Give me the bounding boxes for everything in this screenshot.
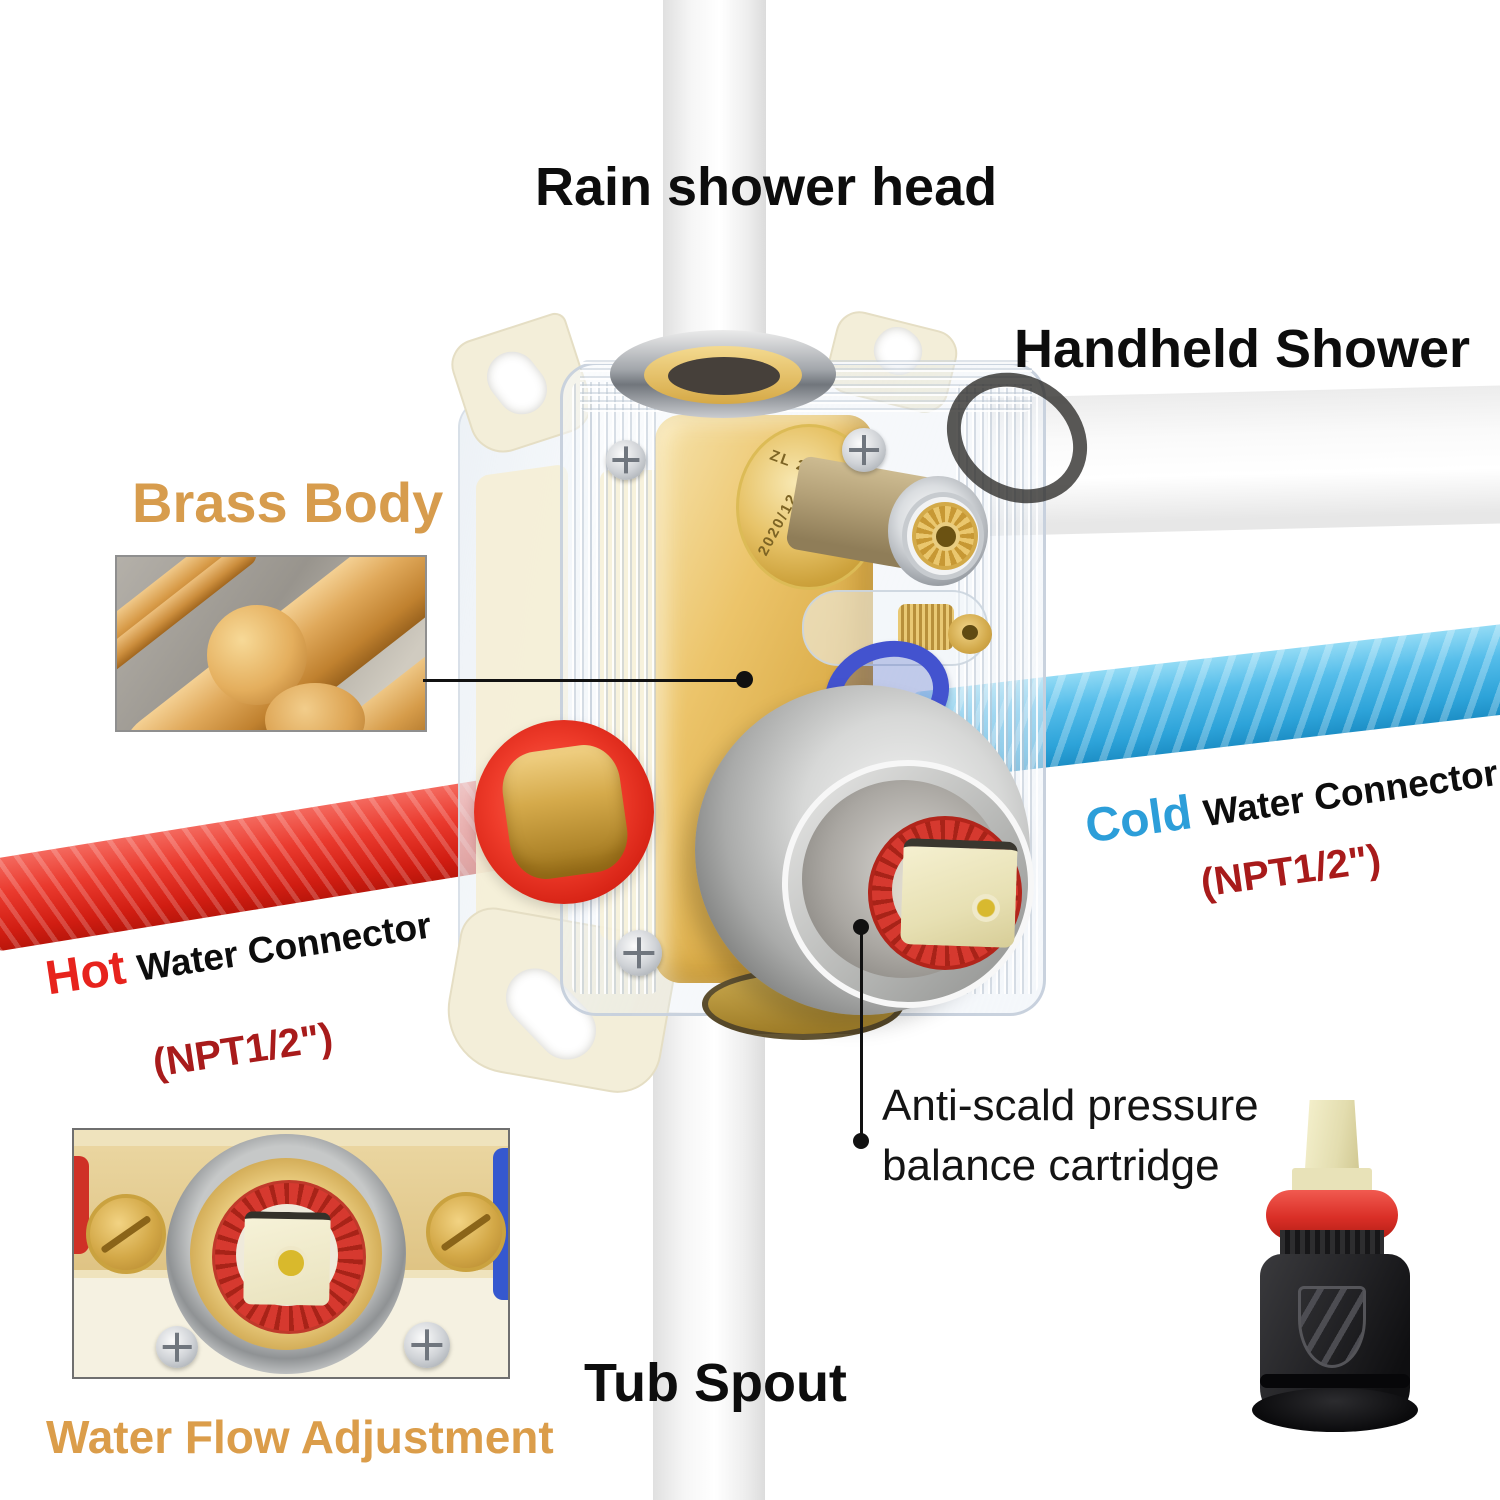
anti-scald-label: Anti-scald pressure balance cartridge [882, 1076, 1259, 1196]
brass-body-callout-dot [736, 671, 753, 688]
chrome-screw-bottom-left [156, 1326, 198, 1368]
brass-screw-left [86, 1194, 166, 1274]
hot-port-brass-nut [497, 740, 633, 884]
valve-screw-top-left [606, 440, 646, 480]
valve-screw-bottom-left [616, 930, 662, 976]
water-flow-adjustment-label: Water Flow Adjustment [46, 1411, 554, 1463]
cartridge-shield-emblem [1298, 1286, 1366, 1368]
chrome-screw-bottom-right [404, 1322, 450, 1368]
valve-stem-screw-hole [932, 522, 960, 551]
brass-screw-right [426, 1192, 506, 1272]
cold-connector-text: Water Connector [1200, 752, 1500, 834]
cold-word: Cold [1082, 786, 1196, 854]
hot-npt-size-label: (NPT1/2") [150, 1015, 336, 1086]
valve-screw-top-right [842, 428, 886, 472]
valve-assembly: ZL 20192 2020/12 [437, 306, 1112, 1100]
screw-slot [100, 1215, 152, 1254]
anti-scald-callout-line [860, 928, 863, 1140]
brass-body-label: Brass Body [132, 471, 444, 534]
cartridge-stem-hole [972, 894, 1000, 922]
valve-stop-screw-hole [962, 625, 978, 640]
tub-spout-pipe [653, 1012, 765, 1500]
brass-body-callout-line [423, 679, 749, 682]
valve-top-port-opening [668, 357, 780, 395]
anti-scald-line2: balance cartridge [882, 1141, 1220, 1190]
rain-shower-pipe [663, 0, 766, 368]
hot-word: Hot [42, 941, 130, 1006]
closeup-stem-hole [274, 1246, 308, 1280]
tub-spout-label: Tub Spout [584, 1353, 847, 1413]
cold-npt-size-label: (NPT1/2") [1198, 836, 1384, 906]
handheld-shower-label: Handheld Shower [1014, 319, 1471, 379]
cartridge-groove [1260, 1374, 1410, 1388]
brass-body-photo [115, 555, 427, 732]
anti-scald-callout-dot-top [853, 919, 869, 935]
cartridge-base [1252, 1388, 1418, 1432]
rain-shower-head-label: Rain shower head [535, 157, 998, 217]
screw-slot [440, 1213, 492, 1252]
cartridge-square-stem [900, 838, 1018, 948]
valve-stop-screw-knurl [898, 604, 954, 650]
cartridge-photo [1240, 1090, 1430, 1435]
anti-scald-callout-dot-bottom [853, 1133, 869, 1149]
anti-scald-line1: Anti-scald pressure [882, 1081, 1259, 1130]
hot-side-marker [74, 1156, 89, 1254]
water-flow-adjustment-photo [72, 1128, 510, 1379]
